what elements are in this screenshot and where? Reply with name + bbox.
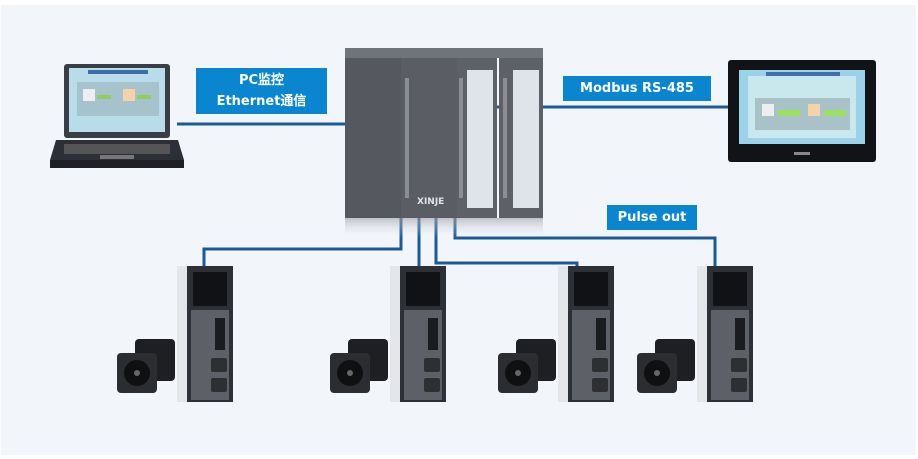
servo-motor-icon [498, 339, 556, 393]
label-pc-line2: Ethernet通信 [216, 94, 307, 109]
servo-motor-icon [637, 339, 695, 393]
label-modbus: Modbus RS-485 [563, 76, 711, 101]
hmi-touchscreen-icon [728, 60, 876, 162]
servo-drive-icon [558, 266, 614, 402]
servo-motor-icon [117, 339, 175, 393]
label-pulse-out: Pulse out [607, 205, 697, 230]
plc-icon: XINJE [345, 48, 543, 238]
label-pc-line1: PC监控 [238, 73, 285, 88]
label-pc-ethernet: PC监控 Ethernet通信 [196, 68, 327, 114]
servo-drive-icon [390, 266, 446, 402]
servo-motor-icon [330, 339, 388, 393]
servo-drive-icon [177, 266, 233, 402]
svg-text:XINJE: XINJE [417, 197, 444, 207]
servo-drive-icon [697, 266, 753, 402]
laptop-icon [50, 64, 184, 168]
